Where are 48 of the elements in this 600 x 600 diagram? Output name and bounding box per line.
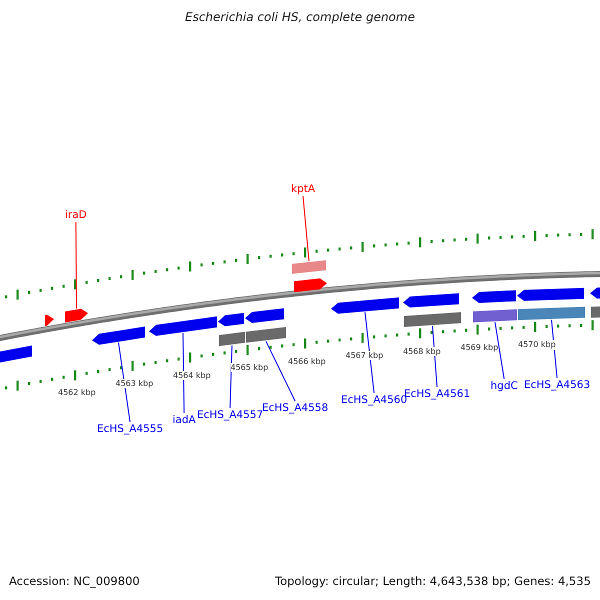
gene-feature bbox=[403, 293, 459, 308]
leader-line bbox=[75, 222, 77, 310]
scale-label: 4570 kbp bbox=[518, 340, 556, 350]
gene-label: EcHS_A4563 bbox=[524, 379, 590, 392]
scale-label: 4566 kbp bbox=[288, 356, 326, 366]
leader-line bbox=[432, 325, 438, 388]
scale-label: 4567 kbp bbox=[346, 351, 384, 360]
feature-bar bbox=[591, 306, 600, 318]
gene-feature bbox=[331, 297, 399, 314]
gene-label: kptA bbox=[291, 183, 316, 196]
feature-bar bbox=[292, 260, 326, 274]
gene-feature bbox=[517, 288, 584, 301]
gene-feature bbox=[218, 312, 244, 326]
accession-note: Accession: NC_009800 bbox=[9, 574, 140, 588]
scale-label: 4564 kbp bbox=[173, 370, 211, 380]
scale-label: 4565 kbp bbox=[230, 363, 268, 372]
feature-bar bbox=[518, 306, 585, 320]
scale-label: 4562 kbp bbox=[58, 388, 96, 398]
gene-label: EcHS_A4555 bbox=[97, 423, 164, 436]
gene-feature bbox=[45, 314, 54, 326]
feature-bar bbox=[404, 312, 461, 327]
leader-line bbox=[182, 332, 185, 414]
gene-feature bbox=[294, 278, 327, 292]
gene-feature bbox=[65, 308, 88, 322]
genome-summary-note: Topology: circular; Length: 4,643,538 bp; Genes: 4,535 bbox=[275, 574, 591, 588]
scale-label: 4568 kbp bbox=[403, 346, 441, 356]
scale-label: 4569 kbp bbox=[460, 343, 498, 352]
chart-title: Escherichia coli HS, complete genome bbox=[185, 11, 415, 25]
gene-label: EcHS_A4558 bbox=[262, 402, 328, 414]
feature-bar bbox=[246, 327, 286, 343]
gene-feature bbox=[92, 326, 145, 345]
feature-bar bbox=[219, 332, 245, 346]
gene-label: iraD bbox=[65, 209, 87, 222]
gene-feature bbox=[472, 290, 516, 303]
leader-line bbox=[266, 340, 296, 402]
feature-bar bbox=[473, 309, 517, 322]
leader-line bbox=[364, 312, 375, 394]
gene-label: hgdC bbox=[490, 380, 518, 392]
gene-label: EcHS_A4557 bbox=[197, 409, 264, 422]
leader-line bbox=[230, 344, 232, 408]
feature-bar bbox=[0, 346, 32, 364]
scale-label: 4563 kbp bbox=[116, 379, 154, 388]
leader-line bbox=[494, 322, 505, 380]
leader-line bbox=[118, 342, 131, 422]
gene-feature bbox=[590, 287, 600, 299]
gene-label: iadA bbox=[172, 414, 196, 426]
leader-line bbox=[302, 196, 310, 262]
gene-feature bbox=[245, 308, 284, 323]
